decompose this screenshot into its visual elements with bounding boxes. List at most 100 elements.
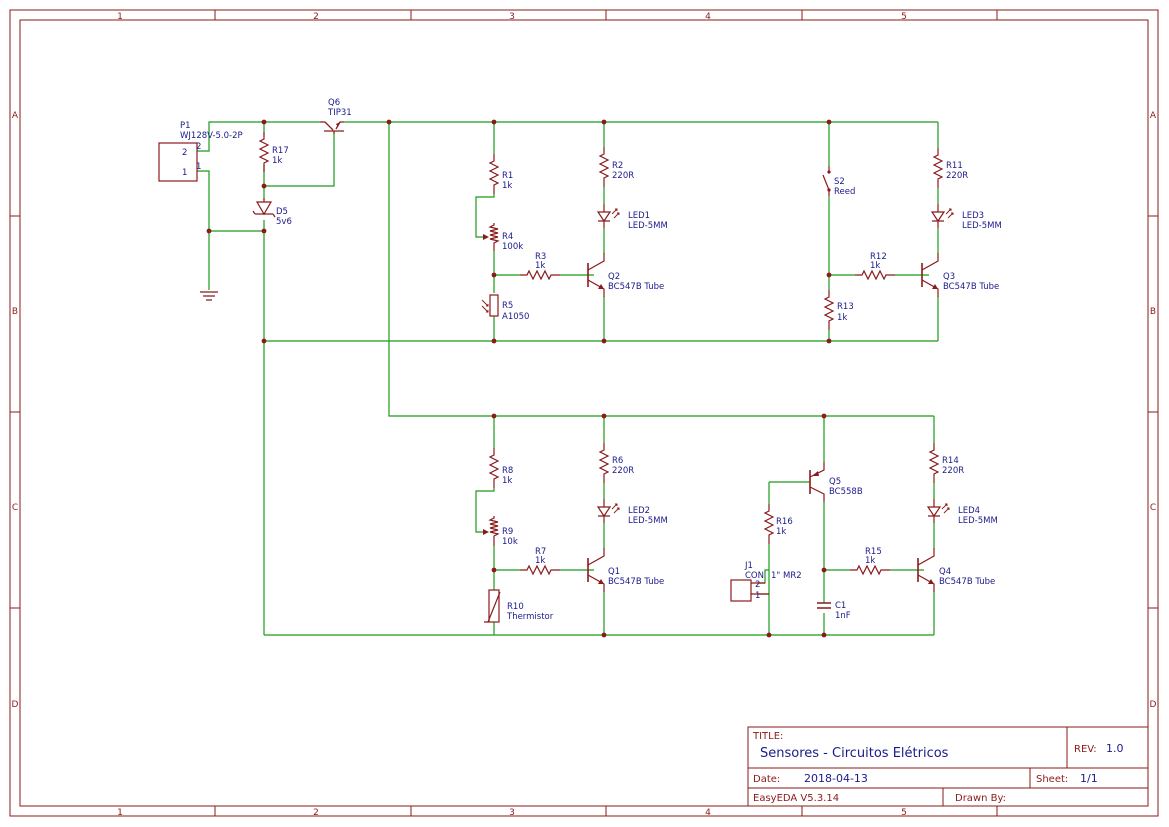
q5-value: BC558B	[829, 487, 863, 497]
resistor-r1[interactable]: R1 1k	[489, 153, 513, 195]
r10-ref: R10	[507, 602, 524, 612]
title-value: Sensores - Circuitos Elétricos	[760, 746, 949, 761]
r17-value: 1k	[272, 156, 282, 166]
row-c-right: C	[1150, 503, 1156, 513]
r8-ref: R8	[502, 466, 513, 476]
transistor-q6[interactable]: Q6 TIP31	[320, 98, 352, 134]
junction-dots	[206, 119, 832, 638]
j1-pin2: 2	[755, 580, 760, 590]
r1-value: 1k	[502, 181, 512, 191]
r2-value: 220R	[612, 171, 634, 181]
drawn-by-label: Drawn By:	[955, 793, 1006, 804]
j1-ref: J1	[744, 561, 753, 571]
reed-switch-s2[interactable]: S2 Reed	[822, 166, 855, 197]
r2-ref: R2	[612, 161, 623, 171]
rev-value: 1.0	[1106, 742, 1124, 755]
ldr-r5[interactable]: R5 A1050	[481, 294, 529, 322]
q1-ref: Q1	[608, 567, 620, 577]
q2-ref: Q2	[608, 272, 620, 282]
r9-value: 10k	[502, 537, 518, 547]
r16-value: 1k	[776, 527, 786, 537]
connector-p1[interactable]: P1 WJ128V-5.0-2P 2 1 2 1	[158, 121, 243, 182]
connector-j1[interactable]: J1 CON 1" MR2 2 1	[730, 561, 802, 602]
led-led4[interactable]: LED4 LED-5MM	[927, 498, 998, 526]
r3-value: 1k	[535, 261, 545, 271]
p1-value: WJ128V-5.0-2P	[180, 131, 243, 141]
zener-d5[interactable]: D5 5v6	[252, 198, 292, 227]
r4-value: 100k	[502, 242, 523, 252]
q6-ref: Q6	[328, 98, 340, 108]
r14-ref: R14	[942, 456, 959, 466]
d5-ref: D5	[276, 207, 288, 217]
potentiometer-r9[interactable]: R9 10k	[483, 516, 518, 547]
resistor-r2[interactable]: R2 220R	[599, 146, 634, 188]
row-markers: A B C D A B C D	[12, 111, 1157, 710]
q3-ref: Q3	[943, 272, 955, 282]
transistor-q1[interactable]: Q1 BC547B Tube	[587, 547, 664, 593]
resistor-r7[interactable]: R7 1k	[519, 547, 561, 575]
c1-ref: C1	[835, 601, 846, 611]
col-3-bottom: 3	[509, 808, 515, 818]
r8-value: 1k	[502, 476, 512, 486]
r12-ref: R12	[870, 252, 887, 262]
q4-ref: Q4	[939, 567, 951, 577]
j1-value: CON	[745, 571, 764, 581]
led1-ref: LED1	[628, 211, 650, 221]
p1-pin1-num: 1	[196, 162, 201, 172]
r13-ref: R13	[837, 302, 854, 312]
transistor-q3[interactable]: Q3 BC547B Tube	[921, 252, 999, 298]
resistor-r14[interactable]: R14 220R	[929, 442, 964, 484]
r3-ref: R3	[535, 252, 546, 262]
led-led2[interactable]: LED2 LED-5MM	[597, 498, 668, 526]
p1-pin1: 1	[182, 168, 187, 178]
resistor-r11[interactable]: R11 220R	[933, 147, 968, 189]
row-c-left: C	[12, 503, 18, 513]
transistor-q4[interactable]: Q4 BC547B Tube	[917, 547, 995, 593]
col-2-bottom: 2	[313, 808, 319, 818]
transistor-q5[interactable]: Q5 BC558B	[809, 462, 863, 502]
led-led3[interactable]: LED3 LED-5MM	[931, 203, 1002, 231]
capacitor-c1[interactable]: C1 1nF	[817, 601, 851, 621]
j1-pin1: 1	[755, 591, 760, 601]
s2-value: Reed	[834, 187, 855, 197]
transistor-q2[interactable]: Q2 BC547B Tube	[587, 252, 664, 298]
col-1-bottom: 1	[117, 808, 123, 818]
p1-pin2: 2	[182, 148, 187, 158]
row-d-right: D	[1150, 700, 1157, 710]
c1-value: 1nF	[835, 611, 851, 621]
q1-value: BC547B Tube	[608, 577, 664, 587]
s2-ref: S2	[834, 177, 845, 187]
resistor-r6[interactable]: R6 220R	[599, 442, 634, 484]
q4-value: BC547B Tube	[939, 577, 995, 587]
r6-ref: R6	[612, 456, 623, 466]
r9-ref: R9	[502, 527, 513, 537]
row-d-left: D	[12, 700, 19, 710]
resistor-r3[interactable]: R3 1k	[519, 252, 561, 280]
led2-ref: LED2	[628, 506, 650, 516]
led4-ref: LED4	[958, 506, 980, 516]
r7-value: 1k	[535, 556, 545, 566]
col-2-top: 2	[313, 12, 319, 22]
col-1-top: 1	[117, 12, 123, 22]
r12-value: 1k	[870, 261, 880, 271]
sheet-label: Sheet:	[1036, 774, 1068, 785]
sheet-value: 1/1	[1080, 772, 1098, 785]
r11-ref: R11	[946, 161, 963, 171]
column-markers: 1 2 3 4 5 1 2 3 4 5	[117, 12, 907, 818]
potentiometer-r4[interactable]: R4 100k	[483, 223, 523, 252]
resistor-r8[interactable]: R8 1k	[489, 447, 513, 489]
led3-value: LED-5MM	[962, 221, 1002, 231]
thermistor-r10[interactable]: R10 Thermistor	[484, 589, 554, 623]
tool-version: EasyEDA V5.3.14	[753, 793, 839, 804]
row-a-left: A	[12, 111, 19, 121]
title-block: TITLE: Sensores - Circuitos Elétricos RE…	[747, 726, 1149, 807]
resistor-r16[interactable]: R16 1k	[764, 503, 793, 545]
resistor-r12[interactable]: R12 1k	[854, 252, 896, 280]
date-value: 2018-04-13	[804, 772, 868, 785]
resistor-r17[interactable]: R17 1k	[259, 131, 289, 173]
led-led1[interactable]: LED1 LED-5MM	[597, 203, 668, 231]
resistor-r13[interactable]: R13 1k	[824, 289, 854, 331]
resistor-r15[interactable]: R15 1k	[849, 547, 891, 575]
r11-value: 220R	[946, 171, 968, 181]
